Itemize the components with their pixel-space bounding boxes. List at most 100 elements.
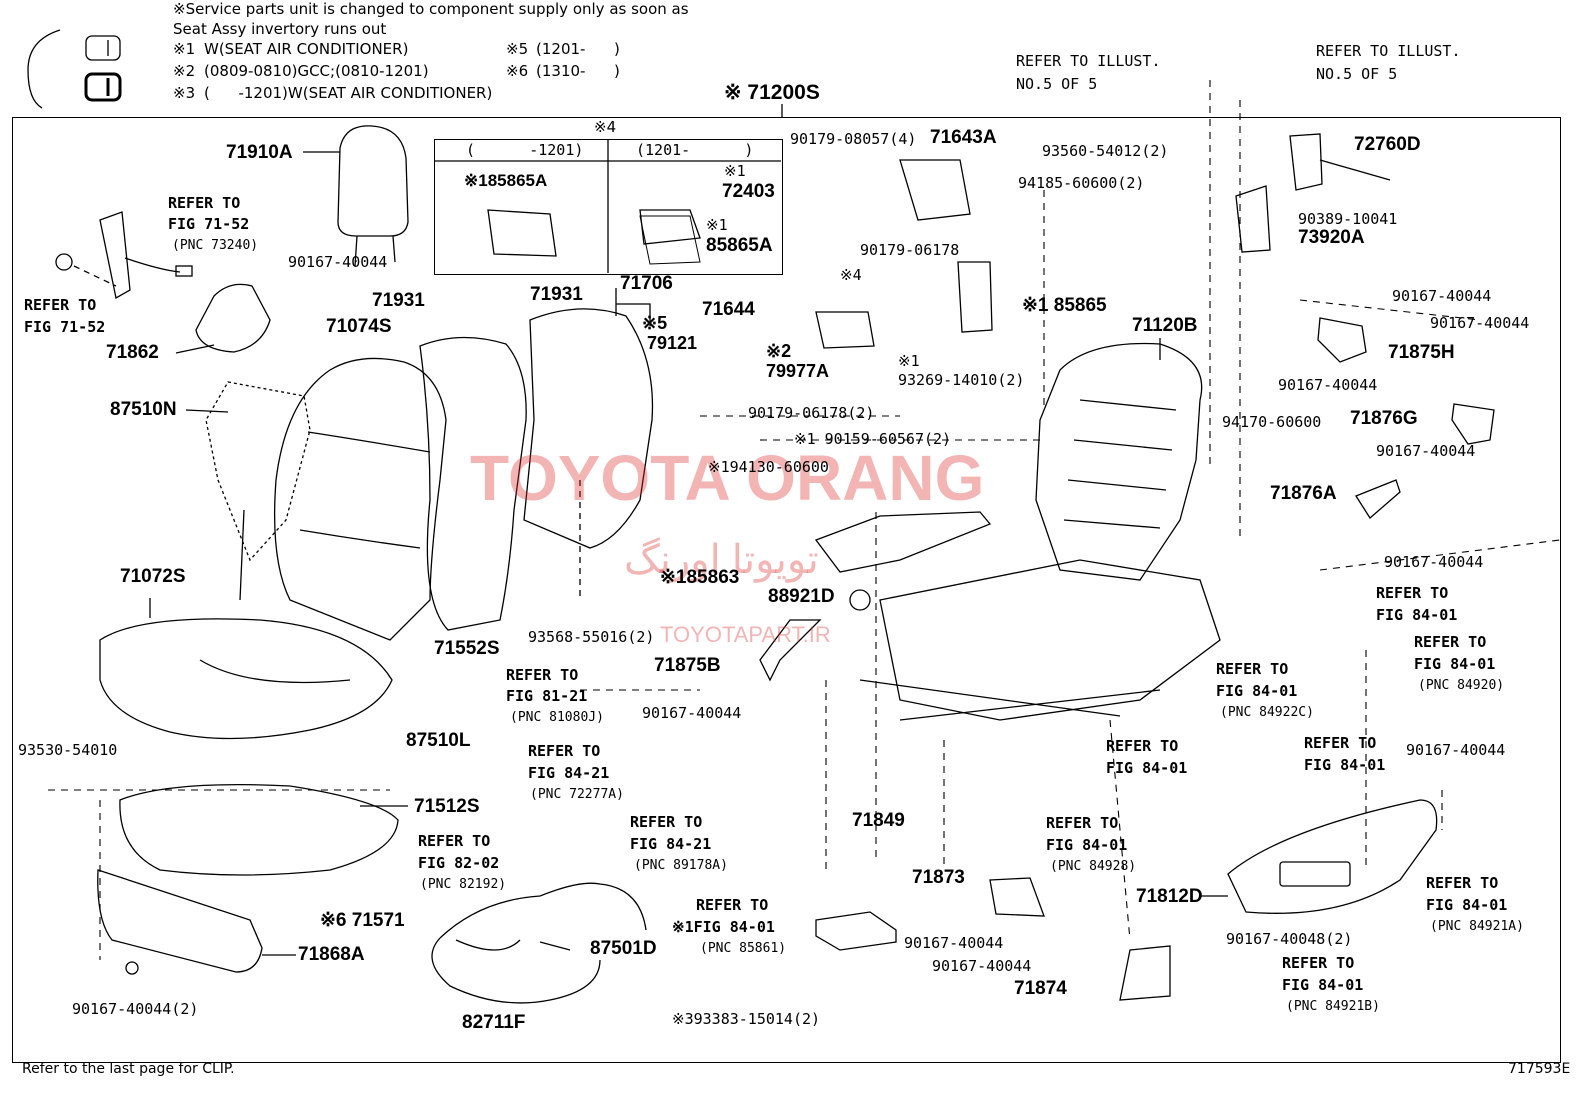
header-note-1: ※Service parts unit is changed to compon… (173, 0, 689, 18)
part-71875H: 71875H (1388, 342, 1455, 363)
part-94130-60600: ※194130-60600 (708, 458, 829, 476)
variant-box-4 (434, 139, 783, 275)
module-85865A-shape (639, 215, 701, 265)
refer-84-01e-2: FIG 84-01 (1304, 756, 1386, 774)
refer-84921B-1: REFER TO (1282, 954, 1355, 972)
seat-frame-back (1035, 342, 1203, 581)
refer-84-01f-3: (PNC 84928) (1050, 859, 1137, 874)
bracket-71873-shape (989, 877, 1045, 917)
legend-5-text: (1201- ) (536, 40, 620, 58)
part-90167-40044-g: 90167-40044 (642, 704, 742, 722)
legend-6-mark: ※6 (506, 62, 529, 80)
shield-shape (195, 283, 271, 353)
refer-84-01a-1: REFER TO (1376, 584, 1449, 602)
cushion-cover-shape (99, 618, 393, 740)
refer-84921A-1: REFER TO (1426, 874, 1499, 892)
actuator-71643A-shape (899, 159, 971, 221)
box4-col1-head: ( -1201) (466, 141, 584, 159)
assembly-number: ※ 71200S (724, 81, 820, 104)
part-93530-54010: 93530-54010 (18, 741, 118, 759)
part-90167-40044-k: 90167-40044(2) (72, 1000, 199, 1018)
refer-illust-left-2: NO.5 OF 5 (1016, 75, 1098, 93)
part-88921D: 88921D (768, 586, 835, 607)
part-90179-06178-b: 90179-06178(2) (748, 404, 875, 422)
module-185865A-shape (487, 209, 557, 257)
headrest-shape (337, 125, 409, 267)
box4-mark: ※4 (594, 118, 617, 136)
part-71849: 71849 (852, 810, 905, 831)
refer-85861-3: (PNC 85861) (700, 941, 787, 956)
refer-84-21a-1: REFER TO (528, 742, 601, 760)
part-71643A: 71643A (930, 127, 997, 148)
part-71862: 71862 (106, 342, 159, 363)
part-94185-60600: 94185-60600(2) (1018, 174, 1145, 192)
part-90167-40044-b: 90167-40044 (1392, 287, 1492, 305)
buckle-shape (99, 211, 131, 300)
part-90167-40044-f: 90167-40044 (1384, 553, 1484, 571)
part-71706: 71706 (620, 273, 673, 294)
box4-col2-head: (1201- ) (636, 141, 754, 159)
refer-71-52a-1: REFER TO (168, 194, 241, 212)
part-90179-06178-a: 90179-06178 (860, 241, 960, 259)
part-90389-10041: 90389-10041 (1298, 210, 1398, 228)
part-90167-40044-i: 90167-40044 (904, 934, 1004, 952)
legend-2-text: (0809-0810)GCC;(0810-1201) (204, 62, 429, 80)
front-panel-shape (97, 869, 263, 973)
refer-84921B-2: FIG 84-01 (1282, 976, 1364, 994)
refer-82-02-2: FIG 82-02 (418, 854, 500, 872)
part-90167-40048: 90167-40048(2) (1226, 930, 1353, 948)
refer-82-02-3: (PNC 82192) (420, 877, 507, 892)
box4-col2-part1: 72403 (722, 181, 775, 202)
refer-84-01f-1: REFER TO (1046, 814, 1119, 832)
part-90167-40044-a: 90167-40044 (288, 253, 388, 271)
height-adjuster-shape (814, 511, 992, 573)
part-71072S: 71072S (120, 566, 186, 587)
side-cover-shape (1227, 799, 1438, 914)
refer-illust-right-2: NO.5 OF 5 (1316, 65, 1398, 83)
footer-clip-note: Refer to the last page for CLIP. (22, 1061, 235, 1077)
part-90167-40044-j: 90167-40044 (932, 957, 1032, 975)
refer-84921B-3: (PNC 84921B) (1286, 999, 1380, 1014)
part-87510L: 87510L (406, 730, 471, 751)
part-93560-54012: 93560-54012(2) (1042, 142, 1169, 160)
part-87510N: 87510N (110, 399, 177, 420)
box4-col2-part2: 85865A (706, 235, 773, 256)
seatback-pad-shape (419, 336, 527, 631)
part-72760D: 72760D (1354, 134, 1421, 155)
part-73920A: 73920A (1298, 227, 1365, 248)
box4-col2-mark1: ※1 (724, 162, 746, 180)
legend-3-text: ( -1201)W(SEAT AIR CONDITIONER) (204, 84, 493, 102)
legend-1-text: W(SEAT AIR CONDITIONER) (204, 40, 409, 58)
seat-frame-base (879, 559, 1221, 721)
refer-85861-2: ※1FIG 84-01 (672, 918, 775, 936)
part-90167-40044-c: 90167-40044 (1430, 314, 1530, 332)
refer-84-01c-3: (PNC 84922C) (1220, 705, 1314, 720)
refer-84-21a-3: (PNC 72277A) (530, 787, 624, 802)
part-79977A: ※2 79977A (766, 341, 830, 381)
refer-84921A-3: (PNC 84921A) (1430, 919, 1524, 934)
watermark-site: TOYOTAPART.IR (660, 622, 831, 647)
refer-illust-left-1: REFER TO ILLUST. (1016, 52, 1161, 70)
wire-harness-shape (431, 882, 647, 1004)
refer-84-21a-2: FIG 84-21 (528, 764, 610, 782)
refer-71-52b-1: REFER TO (24, 296, 97, 314)
refer-84-01d-2: FIG 84-01 (1106, 759, 1188, 777)
part-94170-60600: 94170-60600 (1222, 413, 1322, 431)
part-90167-40044-d: 90167-40044 (1278, 376, 1378, 394)
refer-84-01a-2: FIG 84-01 (1376, 606, 1458, 624)
part-71812D: 71812D (1136, 886, 1203, 907)
part-71644: 71644 (702, 299, 755, 320)
part-71931-b: 71931 (530, 284, 583, 305)
part-79121: ※5 79121 (642, 313, 698, 353)
cushion-pad-shape (119, 783, 399, 876)
legend-1-mark: ※1 (173, 40, 196, 58)
refer-84-01b-2: FIG 84-01 (1414, 655, 1496, 673)
part-71571: ※6 71571 (320, 910, 405, 931)
part-71552S: 71552S (434, 638, 500, 659)
watermark-main: TOYOTA ORANG (470, 442, 985, 514)
part-87501D: 87501D (590, 938, 657, 959)
refer-84-21b-3: (PNC 89178A) (634, 858, 728, 873)
refer-71-52a-2: FIG 71-52 (168, 215, 250, 233)
part-71874: 71874 (1014, 978, 1067, 999)
part-71512S: 71512S (414, 796, 480, 817)
